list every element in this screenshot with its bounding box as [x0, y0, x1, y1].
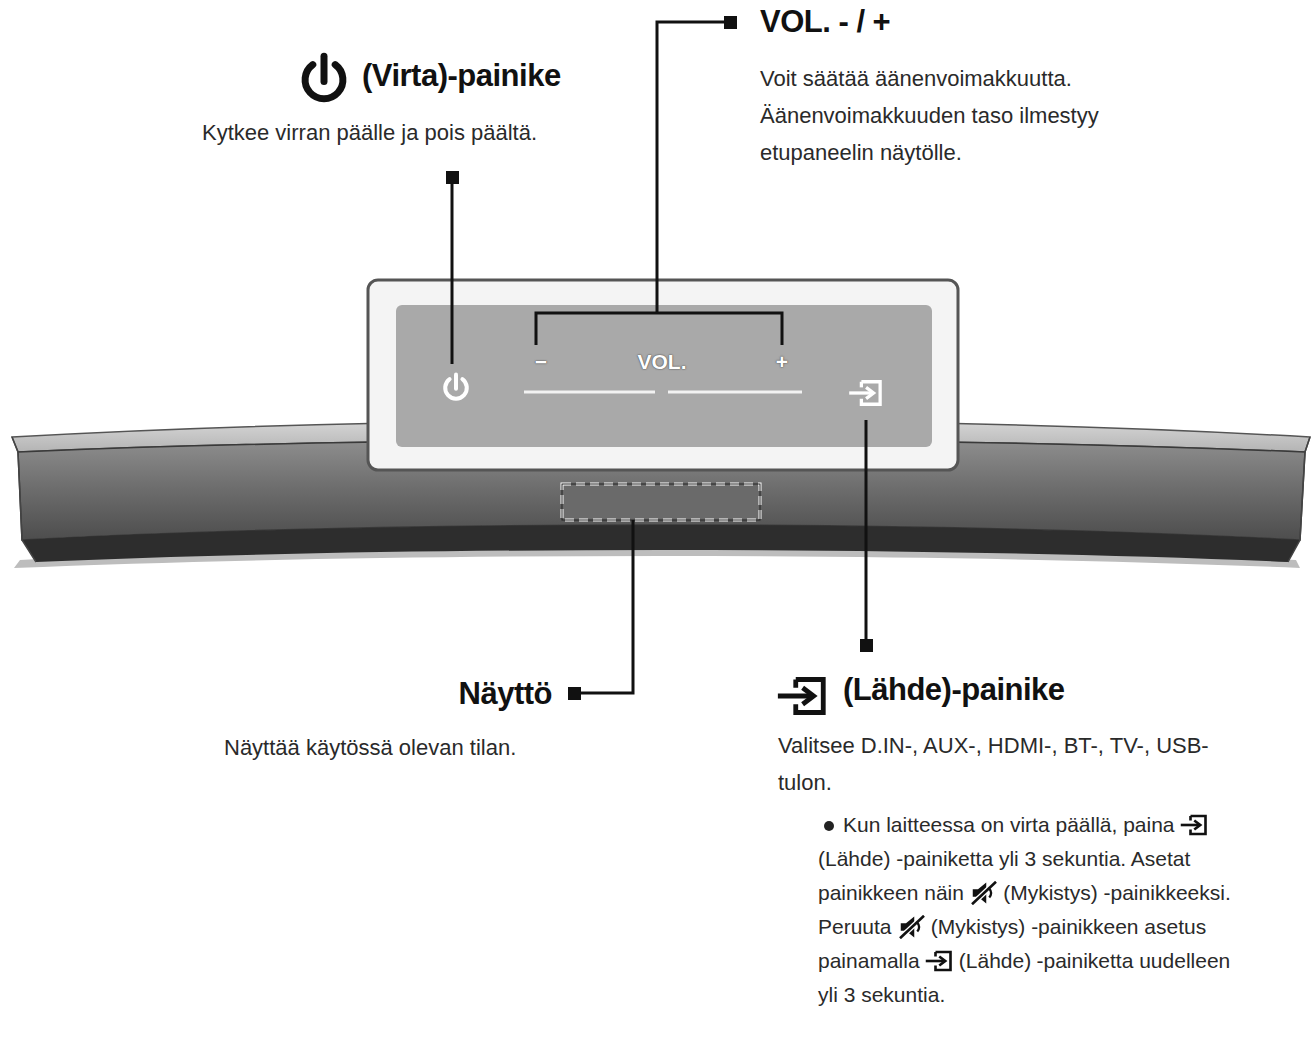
power-button — [445, 374, 467, 398]
note-paragraph: Kun laitteessa on virta päällä, paina (Lä… — [818, 808, 1238, 1012]
vol-minus-slider — [524, 391, 655, 394]
button-heading: (Virta)-painike — [362, 58, 561, 94]
description: Näyttää käytössä olevan tilan. — [224, 729, 516, 766]
description: Valitsee D.IN-, AUX-, HDMI-, BT-, TV-, U… — [778, 727, 1218, 801]
power-icon — [305, 56, 343, 99]
source-icon — [1181, 816, 1206, 834]
source-icon — [1180, 813, 1210, 837]
panel-label: − — [535, 350, 547, 374]
note-text: Kun laitteessa on virta päällä, paina — [843, 813, 1175, 836]
source-icon — [926, 952, 951, 970]
button-heading: (Lähde)-painike — [843, 672, 1065, 708]
part-heading: Näyttö — [459, 676, 552, 712]
bullet — [824, 821, 834, 831]
note-text: (Lähde) — [959, 949, 1031, 972]
display-window — [562, 484, 760, 520]
mute-icon — [972, 882, 996, 905]
mute-icon — [969, 881, 999, 905]
panel-label: + — [776, 350, 788, 374]
vol-plus-slider — [668, 391, 802, 394]
description: Kytkee virran päälle ja pois päältä. — [202, 114, 537, 151]
mute-icon — [900, 916, 924, 939]
control-panel — [368, 280, 958, 470]
source-button — [849, 382, 880, 405]
button-heading: VOL. - / + — [760, 4, 890, 40]
panel-label: VOL. — [637, 350, 686, 374]
description: Voit säätää äänenvoimakkuutta. Äänenvoim… — [760, 60, 1180, 171]
source-icon — [925, 949, 955, 973]
source-icon — [778, 680, 823, 713]
mute-icon — [897, 915, 927, 939]
display-outline — [562, 484, 760, 520]
